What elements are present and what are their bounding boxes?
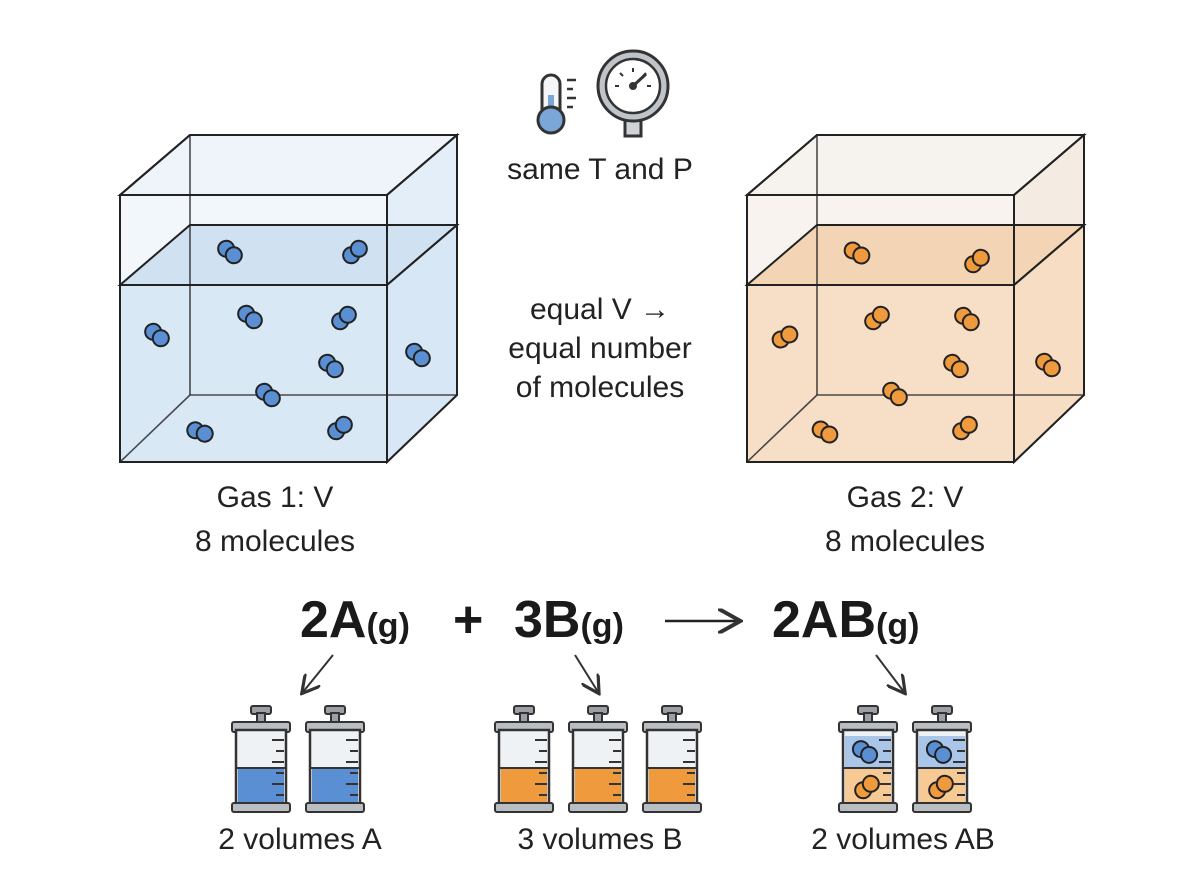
gas2-molecule [771, 325, 799, 349]
gas1-molecule [237, 304, 263, 330]
gas1-molecule [318, 353, 344, 379]
term-b-state: (g) [580, 607, 624, 645]
gas2-container [744, 132, 1087, 465]
ab-cylinder [912, 705, 972, 813]
gas1-molecule [217, 239, 243, 265]
middle-note-line2: equal number [508, 332, 692, 365]
gas2-molecule [964, 248, 990, 274]
equation-term-a: 2A(g) [300, 590, 410, 656]
gas2-molecule [1035, 352, 1061, 378]
volumes-ab-label: 2 volumes AB [811, 823, 995, 856]
gas1-molecule [255, 382, 281, 408]
ab-molecule-a [851, 740, 879, 764]
term-ab-state: (g) [876, 607, 920, 645]
b-cylinder [568, 705, 628, 813]
equation-plus: + [453, 591, 484, 649]
conditions-label: same T and P [507, 153, 693, 186]
pressure-gauge-icon [596, 49, 670, 138]
ab-molecule-a [925, 740, 953, 764]
volumes-b-label: 3 volumes B [517, 823, 683, 856]
a-cylinder [305, 705, 365, 813]
gas2-molecule [952, 415, 978, 441]
gas1-molecule [186, 421, 214, 443]
arrow-ab [875, 654, 904, 692]
gas2-label: Gas 2: V 8 molecules [785, 476, 1025, 564]
gas2-molecule [864, 305, 890, 331]
gas1-molecule [327, 415, 353, 441]
b-cylinder [642, 705, 702, 813]
term-a-state: (g) [366, 607, 410, 645]
gas2-molecule [843, 241, 871, 265]
thermometer-icon [536, 73, 576, 135]
middle-note-line1: equal V → [529, 293, 671, 326]
gas1-container [117, 132, 460, 465]
gas1-count: 8 molecules [194, 525, 356, 558]
ab-cylinder [838, 705, 898, 813]
gas2-name: Gas 2: V [846, 481, 964, 514]
ab-molecule-b [928, 774, 954, 800]
ab-molecule-b [854, 774, 880, 800]
gas1-name: Gas 1: V [216, 481, 334, 514]
equation-term-b: 3B(g) [514, 590, 624, 656]
gas1-molecules [144, 239, 431, 443]
gas1-molecule [342, 239, 368, 265]
term-a-formula: 2A [300, 591, 367, 649]
volume-cylinders [231, 705, 972, 813]
gas2-molecules [771, 241, 1061, 444]
middle-note-line3: of molecules [515, 371, 685, 404]
equation-term-ab: 2AB(g) [772, 590, 919, 656]
gas2-molecule [811, 420, 839, 444]
gas2-molecule [954, 306, 980, 332]
gas1-label: Gas 1: V 8 molecules [155, 476, 395, 564]
term-b-formula: 3B [514, 591, 581, 649]
arrow-b [574, 654, 598, 692]
gas1-molecule [405, 342, 431, 368]
arrow-a [303, 654, 334, 692]
gas1-molecule [144, 322, 170, 348]
volumes-a-label: 2 volumes A [218, 823, 382, 856]
gas1-molecule [331, 305, 357, 331]
gas2-molecule [943, 353, 969, 379]
gas2-molecule [882, 381, 908, 407]
b-cylinder [494, 705, 554, 813]
term-ab-formula: 2AB [772, 591, 877, 649]
gas2-count: 8 molecules [824, 525, 986, 558]
middle-note: equal V → equal number of molecules [470, 290, 730, 407]
a-cylinder [231, 705, 291, 813]
